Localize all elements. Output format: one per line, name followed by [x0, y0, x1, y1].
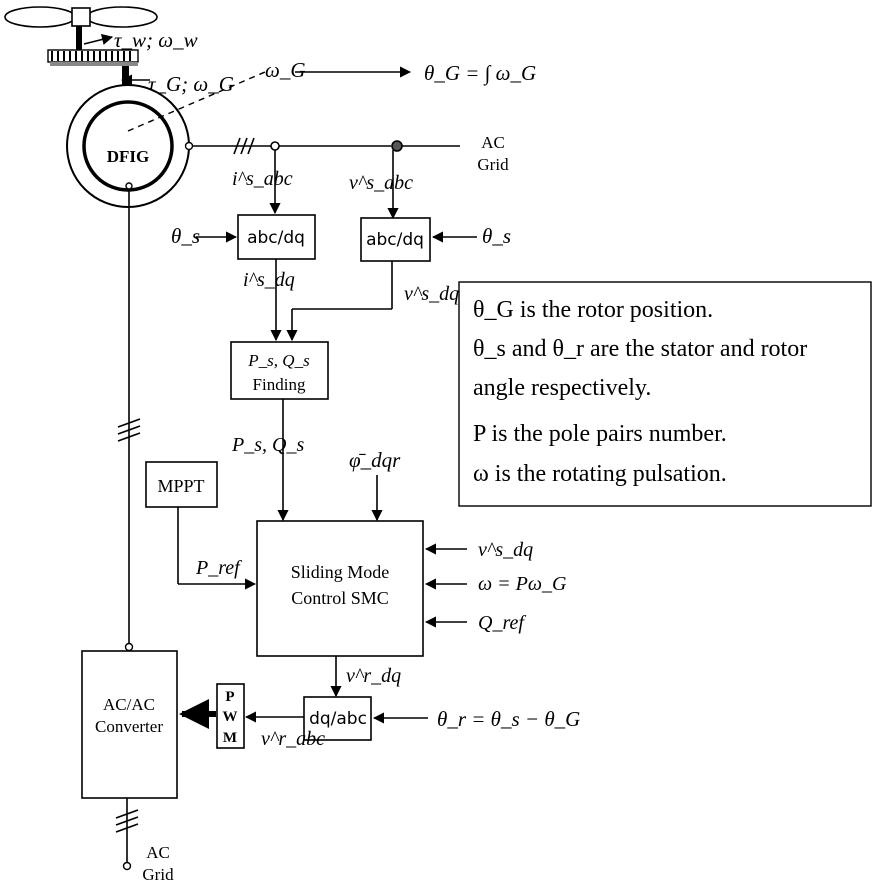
p-ref-label: P_ref: [195, 557, 242, 579]
grid-top-label-2: Grid: [477, 155, 509, 174]
smc-input-vdq-label: v^s_dq: [478, 539, 533, 561]
theta-s-right-label: θ_s: [482, 224, 511, 248]
rotor-terminal: [125, 182, 133, 190]
v-abc-label: v^s_abc: [349, 172, 413, 194]
v-abc-r-label: v^r_abc: [261, 728, 325, 750]
current-sense-node: [270, 141, 280, 151]
voltage-sense-node: [391, 140, 403, 152]
legend-box: [458, 281, 872, 507]
wind-torque-label: τ_w; ω_w: [114, 28, 198, 52]
smc-block: [256, 520, 424, 657]
smc-input-qref-label: Q_ref: [478, 612, 526, 634]
abc-dq-voltage-label: abc/dq: [366, 230, 424, 250]
converter-terminal: [124, 642, 134, 652]
finding-block-line1: P_s, Q_s: [247, 351, 310, 370]
pwm-block: [216, 683, 245, 749]
phi-ref-label: φ̄_dqr: [349, 448, 401, 472]
legend-line-2: θ_s and θ_r are the stator and rotor: [473, 336, 807, 362]
converter-label-line1: AC/AC: [103, 695, 155, 714]
ac-ac-converter-block: [81, 650, 178, 799]
grid-top-label-1: AC: [481, 133, 505, 152]
omega-g-label: ω_G: [265, 58, 306, 82]
theta-r-equation: θ_r = θ_s − θ_G: [437, 707, 580, 731]
v-dq-label: v^s_dq: [404, 283, 459, 305]
dfig-machine: [66, 84, 190, 208]
ps-qs-finding-block: [230, 341, 329, 400]
finding-block-line2: Finding: [253, 375, 306, 394]
dfig-label: DFIG: [107, 147, 150, 166]
pwm-letter-p: P: [225, 689, 234, 705]
theta-g-equation: θ_G = ∫ ω_G: [424, 61, 536, 86]
dq-abc-block: [303, 696, 372, 741]
legend-line-5: ω is the rotating pulsation.: [473, 461, 727, 487]
pwm-letter-m: M: [223, 730, 237, 746]
legend-line-4: P is the pole pairs number.: [473, 421, 727, 447]
grid-bottom-label-2: Grid: [142, 865, 174, 884]
legend-line-1: θ_G is the rotor position.: [473, 297, 713, 323]
theta-s-left-label: θ_s: [171, 224, 200, 248]
i-abc-label: i^s_abc: [232, 168, 293, 190]
legend-line-3: angle respectively.: [473, 375, 651, 401]
wind-turbine-icon: [4, 6, 158, 100]
smc-input-omega-label: ω = Pω_G: [478, 573, 567, 595]
three-phase-mark-bottom: [115, 809, 139, 833]
abc-dq-block-voltage: [360, 217, 431, 262]
mppt-block: [145, 461, 218, 508]
grid-bottom-terminal: [122, 861, 132, 871]
smc-label-line2: Control SMC: [291, 588, 389, 608]
mppt-label: MPPT: [157, 476, 204, 496]
dq-abc-label: dq/abc: [309, 709, 367, 729]
pwm-letter-w: W: [223, 709, 238, 725]
smc-label-line1: Sliding Mode: [291, 562, 390, 582]
abc-dq-current-label: abc/dq: [247, 228, 305, 248]
generator-torque-label: τ_G; ω_G: [148, 72, 234, 96]
three-phase-mark-top: [233, 137, 255, 155]
v-dq-r-label: v^r_dq: [346, 665, 401, 687]
three-phase-mark-rotor: [117, 418, 141, 442]
grid-bottom-label-1: AC: [146, 843, 170, 862]
rotor-angle-dashed-line: [127, 71, 266, 132]
ps-qs-label: P_s, Q_s: [231, 434, 304, 456]
converter-label-line2: Converter: [95, 717, 163, 736]
i-dq-label: i^s_dq: [243, 269, 295, 291]
stator-terminal: [184, 141, 194, 151]
